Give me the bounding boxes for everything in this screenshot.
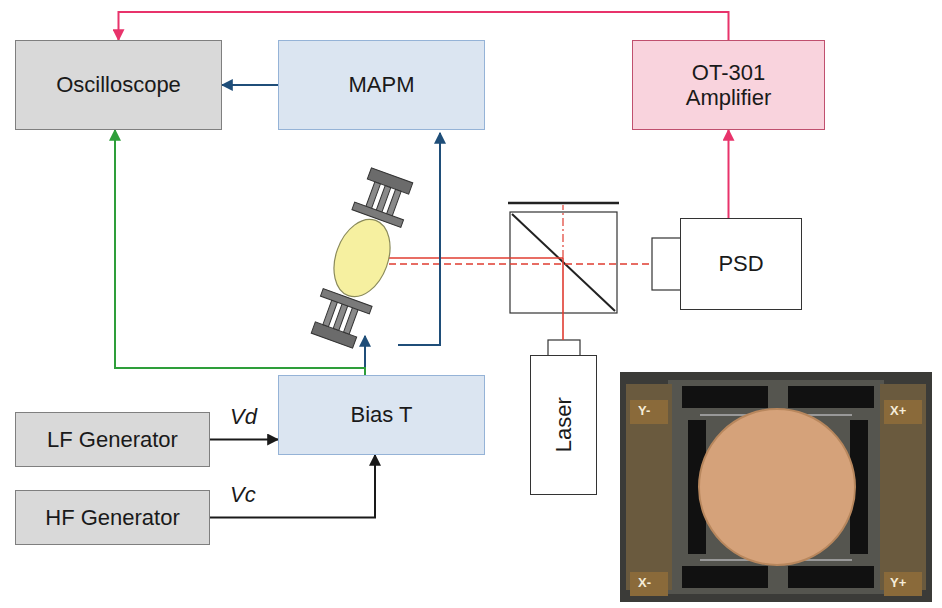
laser-box: Laser xyxy=(530,355,597,495)
pin-label: X+ xyxy=(890,403,906,418)
psd-window xyxy=(652,238,682,290)
reflected-beam xyxy=(378,263,652,265)
node-label: OT-301 Amplifier xyxy=(654,60,804,111)
instrument-box: Oscilloscope xyxy=(15,40,222,130)
pin-label: Y+ xyxy=(890,575,906,590)
reference-mirror xyxy=(508,202,619,205)
signal-name: Vd xyxy=(230,404,257,430)
node-label: MAPM xyxy=(349,72,415,97)
drive-wire xyxy=(364,336,366,368)
signal-connector xyxy=(210,439,278,441)
instrument-box: OT-301 Amplifier xyxy=(632,40,825,130)
node-label: HF Generator xyxy=(45,505,180,530)
instrument-box: Bias T xyxy=(278,375,485,455)
reference-beam xyxy=(562,205,563,258)
node-label: Bias T xyxy=(351,402,413,427)
node-label: Oscilloscope xyxy=(56,72,181,97)
node-label: Laser xyxy=(536,412,591,437)
generator-box: LF Generator xyxy=(15,412,210,467)
node-label: LF Generator xyxy=(47,427,178,452)
chip-photo xyxy=(620,372,932,602)
pin-label: X- xyxy=(638,575,651,590)
detector-box: PSD xyxy=(680,218,802,310)
sensor-wire xyxy=(398,133,440,345)
pin-label: Y- xyxy=(638,403,650,418)
laser-beam xyxy=(562,258,564,340)
signal-connector xyxy=(222,84,278,86)
signal-connector xyxy=(115,130,365,375)
signal-connector xyxy=(210,455,375,518)
signal-name: Vc xyxy=(230,482,256,508)
mems-mirror xyxy=(307,166,416,349)
signal-connector xyxy=(728,130,730,218)
generator-box: HF Generator xyxy=(15,490,210,545)
laser-beam xyxy=(378,257,563,259)
laser-aperture xyxy=(548,340,580,356)
instrument-box: MAPM xyxy=(278,40,485,130)
node-label: PSD xyxy=(718,251,763,276)
signal-connector xyxy=(119,12,729,40)
